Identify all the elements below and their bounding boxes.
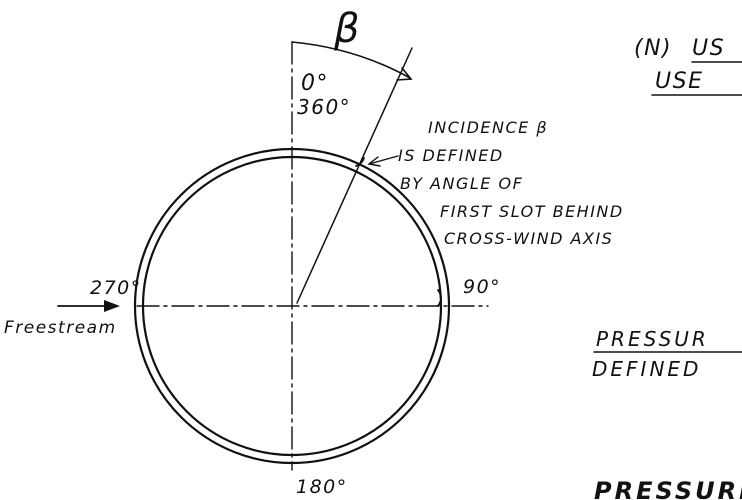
pressure-note-line-2: DEFINED [592,357,701,381]
beta-arc [291,41,411,79]
freestream-arrowhead [104,300,120,312]
pressure-bottom-heading: PRESSURE [594,477,742,500]
note-leader-line [368,155,399,165]
angle-0-label: 0° [301,71,329,96]
freestream-label: Freestream [4,318,117,338]
right-note-use: USE [655,69,703,94]
angle-90-label: 90° [463,276,501,298]
note-line-4: FIRST SLOT BEHIND [440,202,624,221]
right-note-n: (N) [634,36,672,61]
incidence-radial-line [296,47,413,304]
note-line-1: INCIDENCE β [428,118,548,137]
beta-arc-arrowhead [396,67,413,81]
angle-270-label: 270° [90,277,142,299]
beta-symbol: β [333,6,361,52]
note-leader-arrowhead [367,156,381,167]
first-slot-marker [355,157,365,167]
note-line-2: IS DEFINED [398,146,504,165]
pressure-note-line-1: PRESSUR [596,327,709,351]
angle-360-label: 360° [297,95,351,119]
ninety-deg-slot-marker [437,289,442,307]
right-note-us: US [692,36,725,61]
angle-180-label: 180° [296,476,348,498]
note-line-3: BY ANGLE OF [400,174,523,193]
note-line-5: CROSS-WIND AXIS [444,229,613,248]
